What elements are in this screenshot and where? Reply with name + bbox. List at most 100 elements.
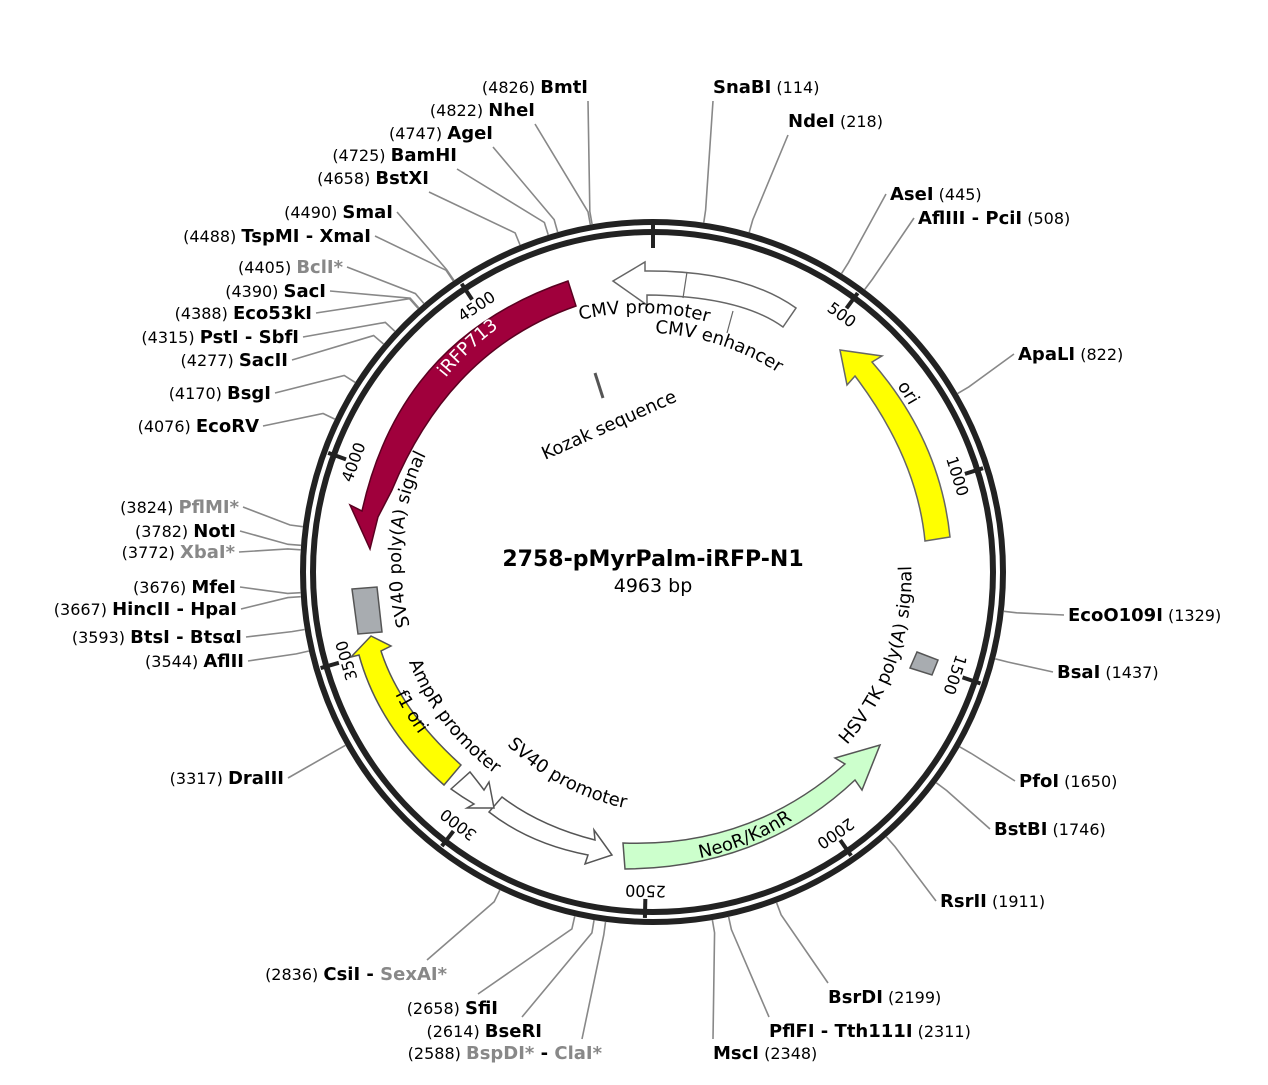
site-label-part: TspMI bbox=[241, 226, 299, 247]
site-label: (4725) BamHI bbox=[332, 145, 457, 166]
tick-3500 bbox=[320, 660, 340, 670]
tick-3000 bbox=[440, 829, 456, 848]
site-label-part: - bbox=[239, 327, 259, 348]
site-leader bbox=[727, 916, 770, 1018]
site-label-part: SacI bbox=[284, 281, 326, 302]
site-label-part: (4658) bbox=[317, 169, 375, 188]
site-label-part: (4747) bbox=[389, 124, 447, 143]
site-leader bbox=[239, 586, 301, 595]
site-leader bbox=[239, 530, 302, 547]
site-leader bbox=[935, 782, 991, 830]
site-label-part: PciI bbox=[985, 208, 1022, 229]
site-label-part: SnaBI bbox=[713, 77, 771, 98]
site-leader bbox=[247, 650, 310, 662]
site-label-part: (2348) bbox=[759, 1044, 817, 1063]
site-label-part: (218) bbox=[835, 112, 883, 131]
site-label-part: (508) bbox=[1022, 209, 1070, 228]
site-label: (2588) BspDI* - ClaI* bbox=[408, 1043, 603, 1064]
site-label-part: NheI bbox=[488, 100, 535, 121]
site-leader bbox=[396, 211, 455, 281]
site-leader bbox=[346, 266, 425, 304]
feature-cmv-promoter-arrow bbox=[611, 260, 798, 329]
site-leader bbox=[521, 919, 595, 1018]
site-leader bbox=[456, 168, 550, 236]
site-label: SnaBI (114) bbox=[713, 77, 819, 98]
site-label-part: EcoRV bbox=[196, 416, 259, 437]
site-leader bbox=[959, 746, 1016, 782]
site-label: MscI (2348) bbox=[713, 1043, 817, 1064]
site-leader bbox=[534, 123, 592, 225]
site-leader bbox=[702, 100, 714, 223]
site-label-part: ClaI* bbox=[554, 1043, 602, 1064]
site-label-part: Eco53kI bbox=[233, 303, 312, 324]
site-label-part: (1746) bbox=[1047, 820, 1105, 839]
feature-f1-ori-arrow bbox=[348, 635, 463, 787]
tick-1000 bbox=[964, 466, 984, 476]
site-label: AseI (445) bbox=[890, 184, 982, 205]
site-label-part: AflII bbox=[203, 651, 244, 672]
site-label: (3772) XbaI* bbox=[122, 542, 236, 563]
tick-1500 bbox=[961, 675, 982, 686]
site-label-part: SfiI bbox=[465, 998, 498, 1019]
backbone-outer-ring bbox=[300, 219, 1006, 925]
site-label: (3544) AflII bbox=[145, 651, 244, 672]
tick-label-500: 500 bbox=[824, 298, 860, 331]
site-label-part: BmtI bbox=[540, 77, 588, 98]
site-label-part: SexAI* bbox=[380, 964, 447, 985]
site-label-part: XmaI bbox=[320, 226, 371, 247]
site-label-part: (2614) bbox=[427, 1022, 485, 1041]
site-leader bbox=[291, 334, 385, 361]
site-label-part: NdeI bbox=[788, 111, 835, 132]
site-label: (4170) BsgI bbox=[169, 383, 271, 404]
site-leader bbox=[492, 146, 559, 233]
site-label-part: (3667) bbox=[54, 600, 112, 619]
site-leader bbox=[240, 595, 301, 610]
site-label: (4277) SacII bbox=[181, 350, 288, 371]
site-leader bbox=[245, 628, 305, 638]
site-label-part: (822) bbox=[1075, 345, 1123, 364]
site-label-part: MscI bbox=[713, 1043, 759, 1064]
site-label-part: (2836) bbox=[265, 965, 323, 984]
site-label: (3782) NotI bbox=[135, 521, 236, 542]
backbone-inner-ring bbox=[310, 229, 996, 915]
site-label-part: SmaI bbox=[342, 202, 393, 223]
site-leader bbox=[302, 321, 396, 338]
site-leader bbox=[374, 235, 454, 282]
feature-ampr-promoter-arrow bbox=[449, 770, 495, 809]
site-label-part: (445) bbox=[934, 185, 982, 204]
site-label-part: - bbox=[815, 1021, 835, 1042]
site-label-part: (114) bbox=[771, 78, 819, 97]
tick-label-4000: 4000 bbox=[338, 440, 370, 485]
label-cmv-enhancer: CMV enhancer bbox=[655, 317, 788, 377]
site-label-part: SbfI bbox=[259, 327, 299, 348]
site-label: (3676) MfeI bbox=[133, 577, 236, 598]
plasmid-name: 2758-pMyrPalm-iRFP-N1 bbox=[502, 547, 803, 572]
site-label-part: (4170) bbox=[169, 384, 227, 403]
label-hsv-polya: HSV TK poly(A) signal bbox=[835, 566, 917, 749]
site-leader bbox=[242, 506, 304, 528]
tick-500 bbox=[844, 291, 860, 310]
site-label: PfoI (1650) bbox=[1019, 771, 1117, 792]
feature-irfp713-arrow bbox=[348, 280, 577, 552]
site-label: (4488) TspMI - XmaI bbox=[183, 226, 371, 247]
site-label-part: BclI* bbox=[296, 257, 343, 278]
site-label-part: EcoO109I bbox=[1068, 605, 1163, 626]
site-label-part: (2658) bbox=[407, 999, 465, 1018]
feature-neor-arrow bbox=[622, 743, 882, 870]
site-label-part: Tth111I bbox=[835, 1021, 913, 1042]
site-label: (4747) AgeI bbox=[389, 123, 493, 144]
site-label: (4490) SmaI bbox=[284, 202, 393, 223]
site-label-part: (4405) bbox=[238, 258, 296, 277]
site-label-part: (1911) bbox=[987, 892, 1045, 911]
site-leader bbox=[885, 836, 937, 902]
site-label-part: (2311) bbox=[913, 1022, 971, 1041]
tick-label-2500: 2500 bbox=[625, 881, 666, 901]
site-label-part: - bbox=[170, 599, 190, 620]
label-kozak: Kozak sequence bbox=[538, 386, 679, 464]
site-label-part: AseI bbox=[890, 184, 934, 205]
site-label: PflFI - Tth111I (2311) bbox=[769, 1021, 971, 1042]
site-leader bbox=[748, 134, 789, 233]
site-label-part: - bbox=[170, 627, 190, 648]
site-leader bbox=[1003, 610, 1065, 616]
site-label-part: PflFI bbox=[769, 1021, 815, 1042]
